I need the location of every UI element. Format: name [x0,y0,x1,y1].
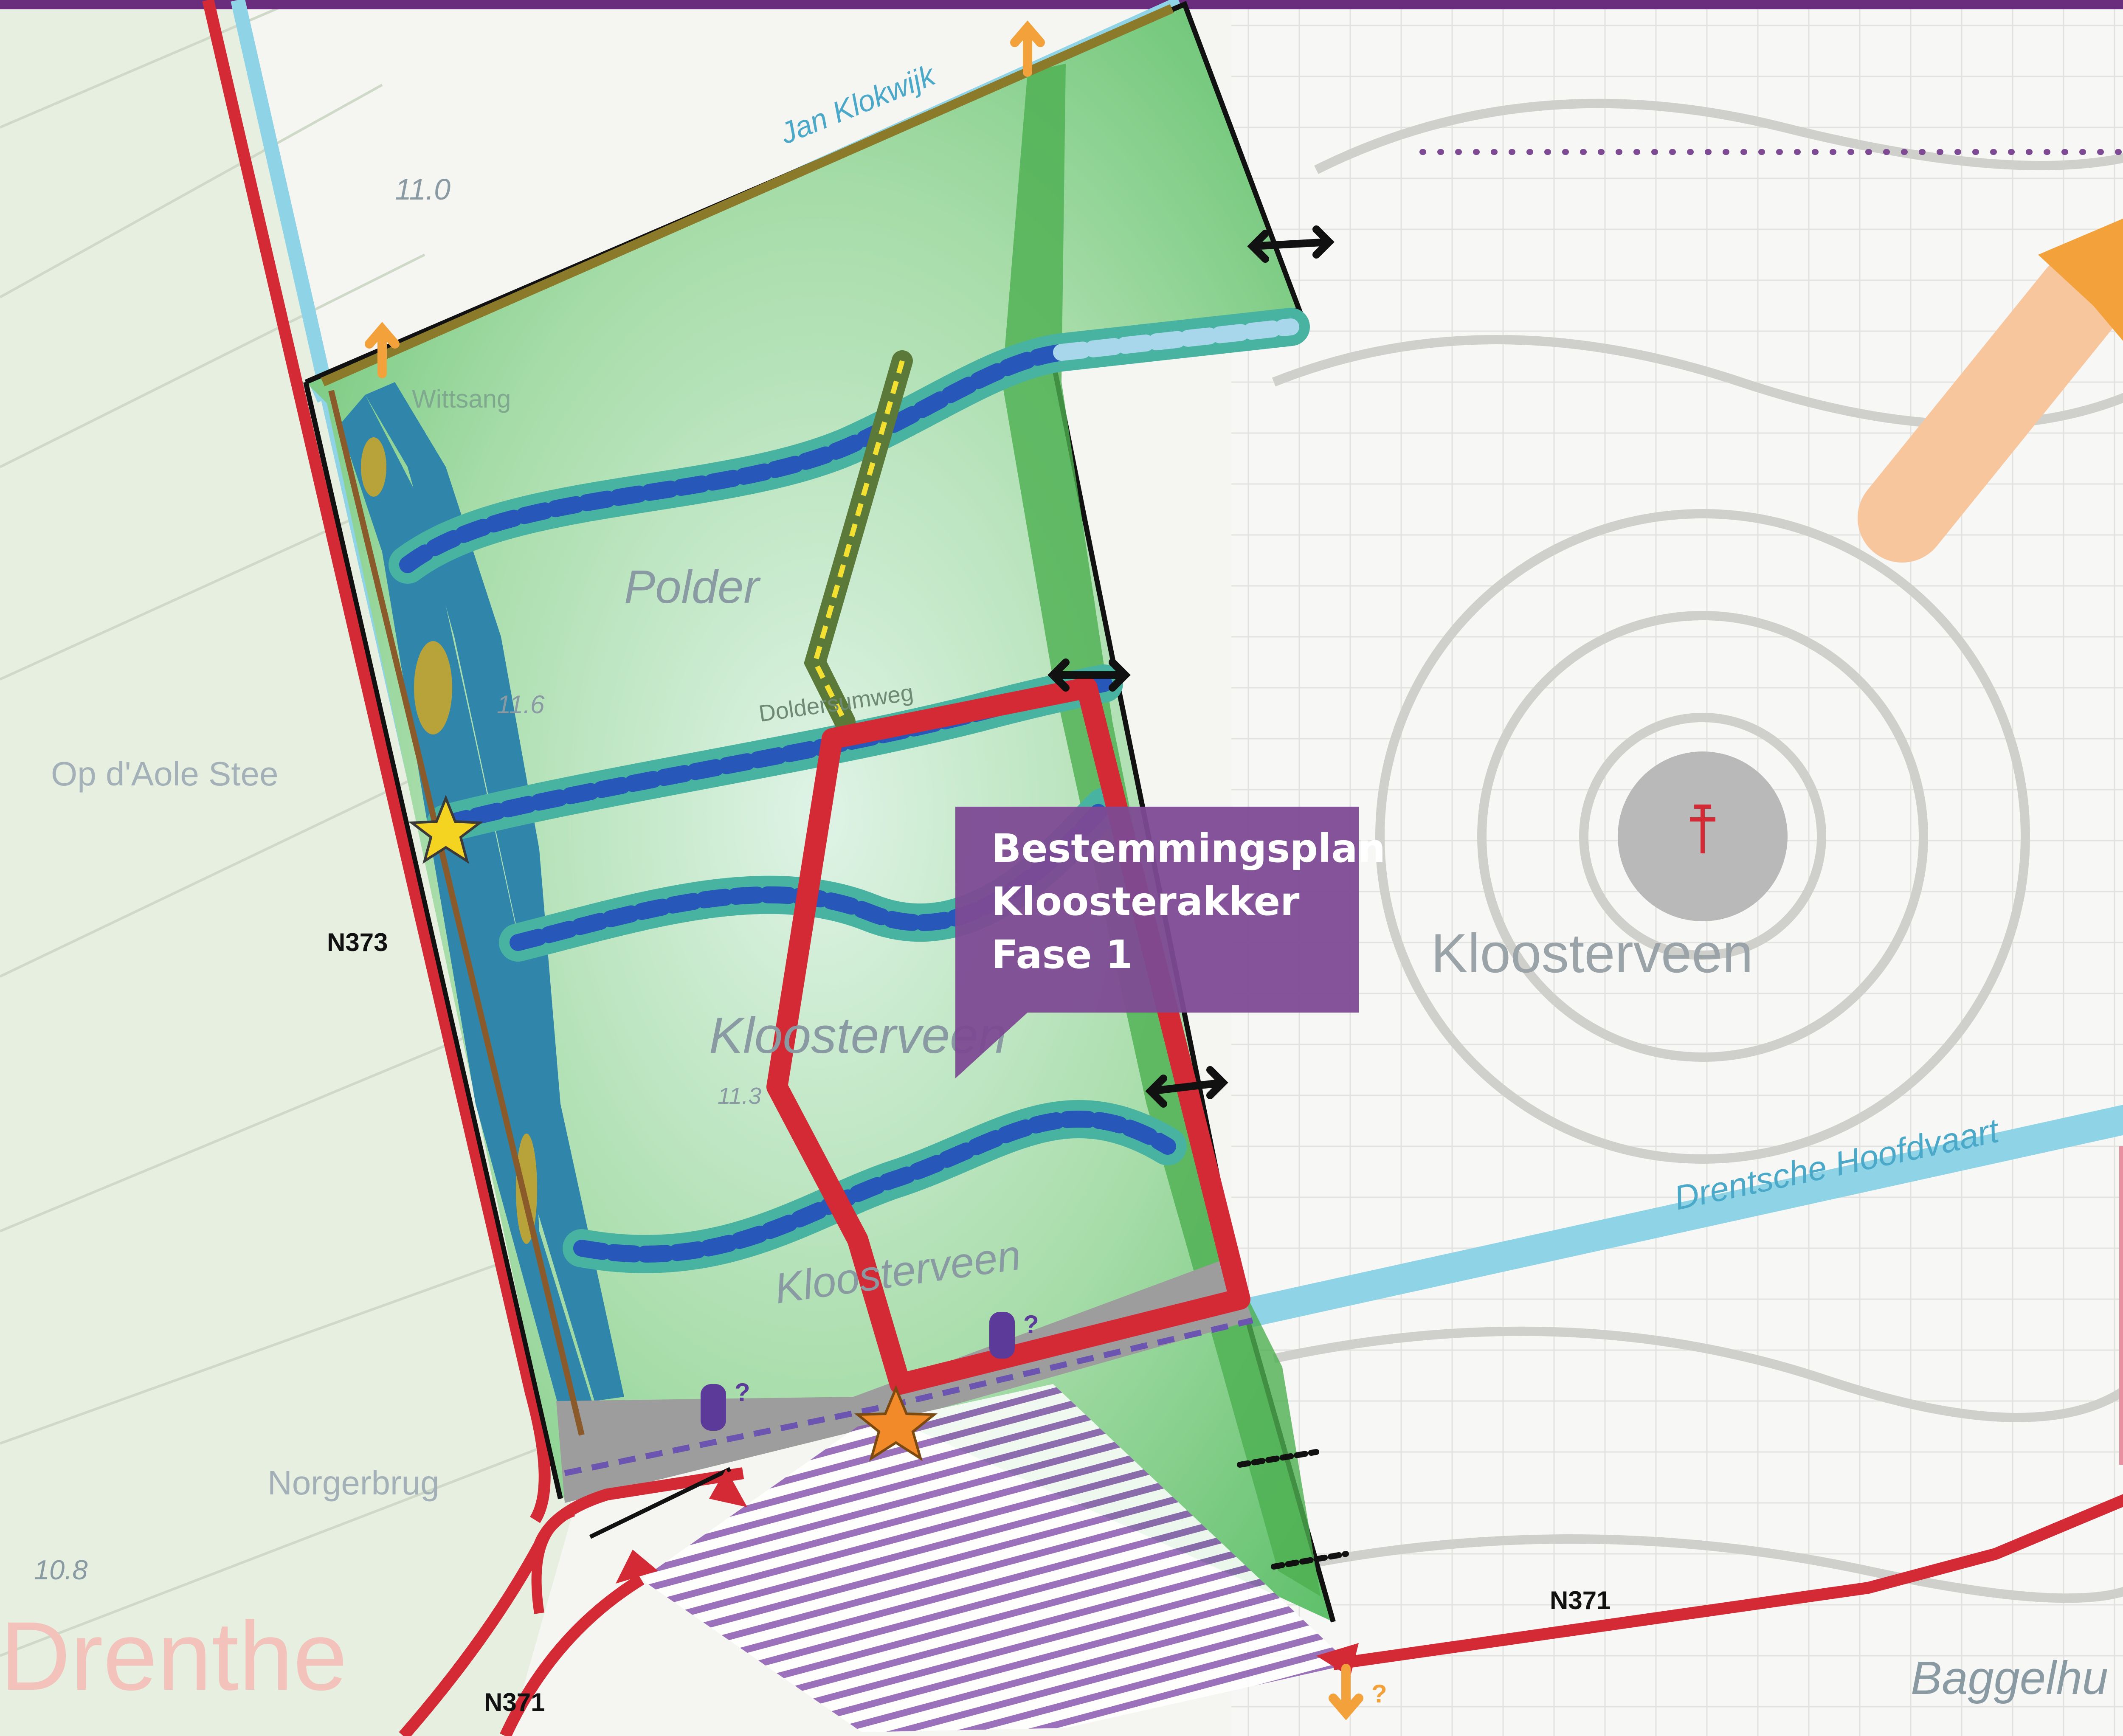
star-orange-icon [854,1385,938,1461]
arrow-head-2 [616,1550,658,1584]
road-n373 [202,0,551,1523]
east-green-strip [1002,64,1321,1596]
question-mark: ? [1371,1680,1387,1708]
callout-line-3: Fase 1 [991,932,1133,977]
road-n373-inner [304,381,563,1500]
up-arrow-icon [365,20,1363,1720]
label-polder: Polder [624,561,761,613]
elevation-label: 11.0 [395,173,451,206]
west-farmland [0,0,573,1736]
elevation-label: 11.3 [718,1083,761,1109]
road-label-n373: N373 [327,928,388,957]
header-bar [0,0,2123,9]
district-center-icon [1690,805,1715,853]
question-mark: ? [1023,1310,1039,1339]
label-op-d-aole-stee: Op d'Aole Stee [51,755,279,793]
walking-path [804,350,913,732]
callout-box [955,807,1359,1078]
direction-arrow-icon [1858,253,2123,563]
question-mark: ? [735,1378,750,1407]
road-n371-east [1332,1494,2123,1670]
hatched-zone [641,1384,1350,1732]
road-n371-south [399,1467,744,1736]
star-yellow-icon [408,794,484,864]
label-norgerbrug: Norgerbrug [267,1464,439,1502]
water-island-2 [414,641,452,734]
label-wittsang: Wittsang [412,385,511,413]
water-island-1 [361,437,386,497]
elevation-label: 10.8 [34,1554,88,1585]
road-label-n371-east: N371 [1550,1586,1611,1615]
road-n373-brown [328,390,585,1436]
callout-line-2: Kloosterakker [991,879,1300,924]
boat-icon [701,1312,1015,1431]
label-drenthe: Drenthe [0,1601,347,1711]
west-water [365,382,624,1401]
road-black-diagonal [589,1467,732,1539]
west-field-lines [0,0,553,1657]
direction-arrow-head [2038,218,2123,341]
double-arrow-icon [1047,225,1335,1108]
dashed-double-arrow-icon [1237,1449,1349,1570]
label-kloosterveen-district: Kloosterveen [1431,922,1753,984]
arrow-head-1 [709,1469,747,1507]
road-n371-loop [531,1506,575,1614]
elevation-label: 11.6 [497,690,545,719]
fase1-boundary [766,677,1250,1395]
label-baggelhuizen: Baggelhu [1911,1652,2108,1704]
road-n371-branch [500,1574,645,1736]
urban-blocks [1272,98,2123,1603]
road-label-n371-south: N371 [484,1688,545,1716]
callout-line-1: Bestemmingsplan [991,826,1385,871]
